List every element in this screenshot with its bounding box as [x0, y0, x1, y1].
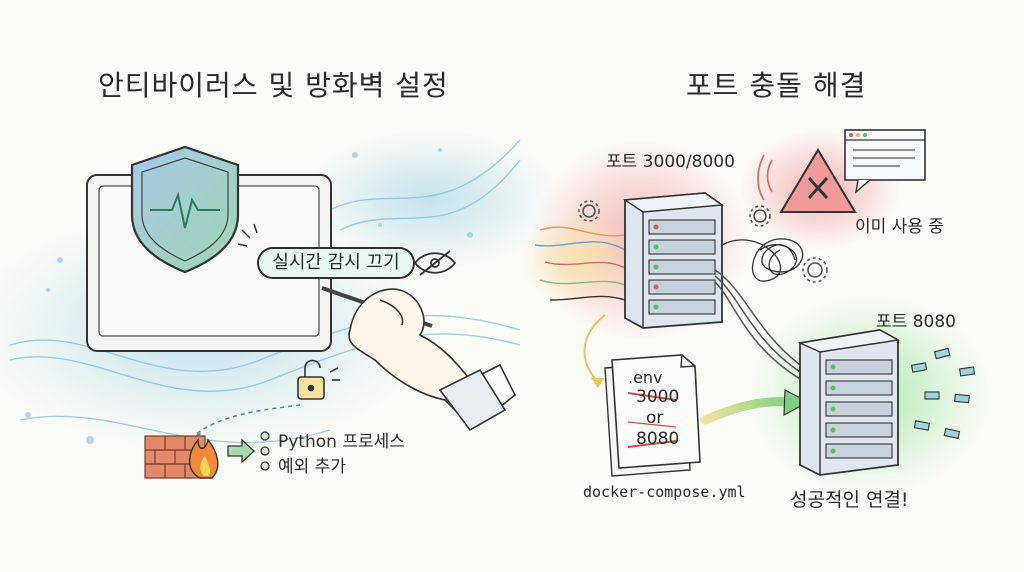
scatter-dots [25, 148, 473, 444]
tangled-wires [534, 226, 626, 301]
sparkle-icon [237, 223, 258, 247]
strike-line-1 [627, 392, 677, 401]
file-name: .env [628, 368, 663, 387]
eye-off-icon [413, 250, 457, 276]
dashed-connector [194, 404, 301, 436]
cable-bundle [714, 269, 801, 380]
exception-arrow-icon [227, 438, 255, 464]
fire-icon [188, 438, 219, 479]
shield-icon [130, 145, 240, 274]
dialog-icon [844, 129, 926, 194]
server1-port-label: 포트 3000/8000 [606, 152, 735, 172]
error-label: 이미 사용 중 [855, 217, 945, 237]
document-icon [604, 354, 701, 477]
server-icon-left [622, 192, 724, 329]
arrow-icon [700, 389, 810, 425]
file-caption: docker-compose.yml [583, 483, 746, 501]
bullet-dots [260, 431, 270, 471]
strike-line-2 [627, 440, 677, 448]
hand-icon [321, 286, 517, 432]
left-title: 안티바이러스 및 방화벽 설정 [98, 69, 449, 102]
success-label: 성공적인 연결! [790, 489, 909, 511]
server-icon-right [797, 329, 901, 476]
warning-icon [757, 148, 857, 213]
server2-port-label: 포트 8080 [876, 312, 956, 332]
right-title: 포트 충돌 해결 [686, 69, 867, 102]
option-or: or [646, 408, 664, 428]
option-new-port: 8080 [636, 429, 680, 449]
yellow-wash [520, 210, 640, 310]
wave-lines [9, 139, 521, 444]
underline-or [627, 421, 677, 428]
down-arrowhead [591, 378, 604, 388]
gear-icon [578, 200, 828, 283]
packet-icons [910, 347, 976, 440]
down-arrow [583, 314, 606, 383]
realtime-toggle-label[interactable]: 실시간 감시 끄기 [257, 247, 415, 279]
exception-line-2: 예외 추가 [278, 457, 346, 477]
exception-line-1: Python 프로세스 [278, 432, 405, 452]
lock-icon [297, 359, 340, 400]
option-old-port: 3000 [636, 387, 680, 407]
tangle-knot [721, 238, 804, 282]
